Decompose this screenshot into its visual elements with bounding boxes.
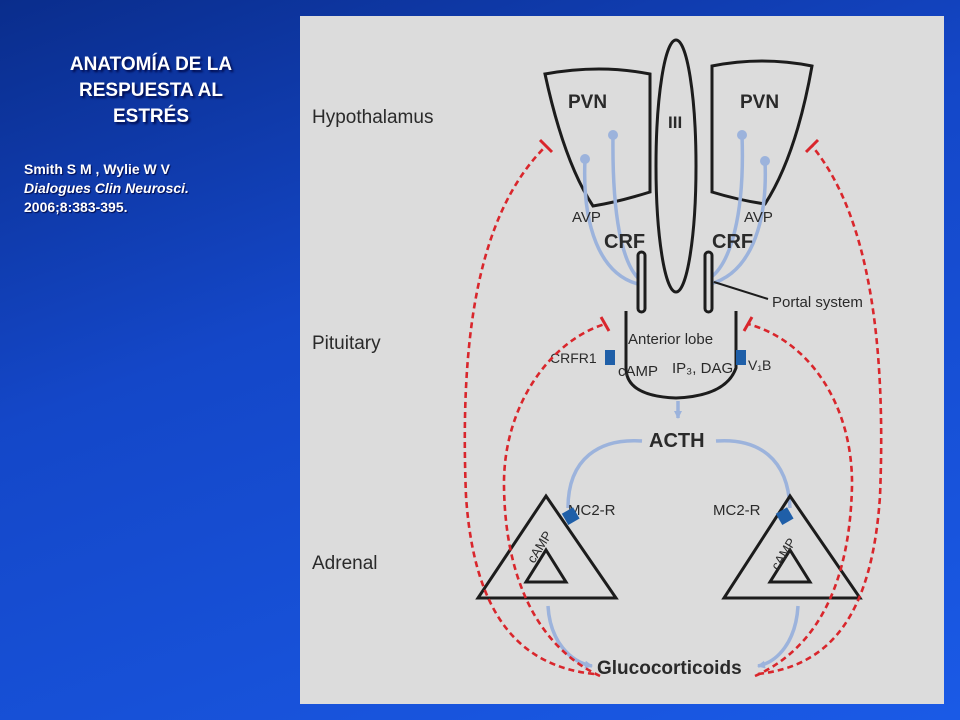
acth-label: ACTH bbox=[649, 430, 705, 452]
anterior-pituitary-shape bbox=[624, 311, 738, 400]
portal-system-pointer bbox=[713, 281, 769, 300]
third-ventricle-label: III bbox=[668, 113, 682, 132]
acth-pathway bbox=[566, 438, 792, 509]
camp-adrenal-left-label: cAMP bbox=[524, 528, 555, 565]
negative-feedback-loops bbox=[463, 138, 883, 678]
mc2r-left-receptor bbox=[561, 507, 580, 526]
citation: Smith S M , Wylie W V Dialogues Clin Neu… bbox=[24, 160, 294, 217]
glucocorticoids-label: Glucocorticoids bbox=[597, 658, 742, 679]
camp-pituitary-label: cAMP bbox=[618, 363, 658, 380]
diagram-canvas: Hypothalamus Pituitary Adrenal III PVN P… bbox=[312, 38, 883, 679]
adrenal-right-outer bbox=[721, 493, 863, 600]
crf-right-label: CRF bbox=[712, 231, 753, 253]
ip3-dag-label: IP₃, DAG bbox=[672, 360, 733, 377]
avp-left-label: AVP bbox=[572, 209, 601, 226]
slide-title: ANATOMÍA DE LA RESPUESTA AL ESTRÉS bbox=[69, 54, 233, 127]
citation-year-pages: 2006;8:383-395. bbox=[24, 199, 128, 215]
portal-vessel-right bbox=[703, 250, 714, 314]
citation-journal: Dialogues Clin Neurosci. bbox=[24, 180, 189, 196]
crf-left-label: CRF bbox=[604, 231, 645, 253]
region-label-hypothalamus: Hypothalamus bbox=[312, 107, 433, 128]
mc2r-right-label: MC2-R bbox=[713, 502, 761, 519]
anterior-lobe-label: Anterior lobe bbox=[628, 331, 713, 348]
adrenal-right-inner bbox=[767, 547, 813, 584]
hpa-axis-diagram: Hypothalamus Pituitary Adrenal III PVN P… bbox=[300, 16, 944, 704]
pvn-left-label: PVN bbox=[568, 92, 607, 113]
region-label-pituitary: Pituitary bbox=[312, 333, 381, 354]
mc2r-right-receptor bbox=[775, 507, 794, 526]
adrenal-left-inner bbox=[523, 547, 569, 584]
neuron-projections bbox=[580, 130, 770, 286]
region-label-adrenal: Adrenal bbox=[312, 553, 378, 574]
mc2r-left-label: MC2-R bbox=[568, 502, 616, 519]
portal-vessel-left bbox=[636, 250, 647, 314]
v1b-receptor bbox=[736, 350, 746, 365]
pvn-right-label: PVN bbox=[740, 92, 779, 113]
pvn-right-shape bbox=[710, 59, 814, 206]
adrenal-left-outer bbox=[475, 493, 619, 600]
glucocorticoid-pathway bbox=[546, 605, 800, 669]
v1b-label: V₁B bbox=[748, 357, 771, 373]
third-ventricle-shape bbox=[654, 38, 698, 294]
pvn-left-shape bbox=[543, 67, 652, 208]
portal-system-label: Portal system bbox=[772, 294, 863, 311]
crfr1-label: CRFR1 bbox=[550, 350, 597, 366]
avp-right-label: AVP bbox=[744, 209, 773, 226]
citation-authors: Smith S M , Wylie W V bbox=[24, 161, 170, 177]
crfr1-receptor bbox=[605, 350, 615, 365]
camp-adrenal-right-label: cAMP bbox=[768, 535, 799, 572]
